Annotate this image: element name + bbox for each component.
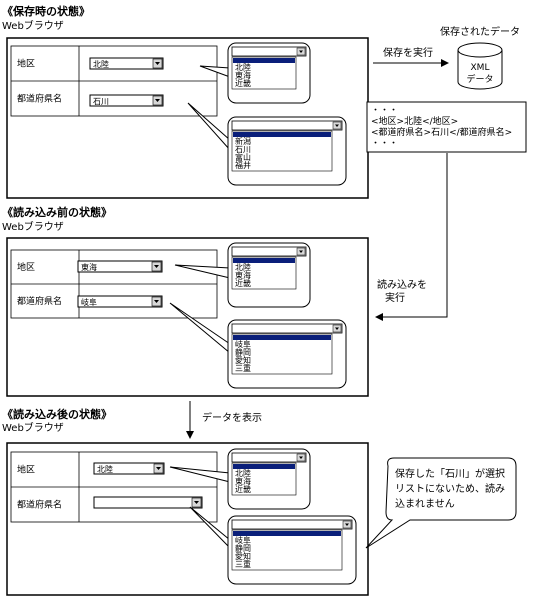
dropdown-list-item: 近畿	[235, 484, 251, 494]
dropdown-list-item: 近畿	[235, 78, 251, 88]
prefecture-select	[93, 496, 203, 509]
dropdown-popup-field	[231, 452, 307, 463]
region-select-value: 北陸	[97, 464, 113, 474]
dropdown-list-item: 北陸	[235, 62, 251, 72]
dropdown-list-selected-blank	[233, 464, 295, 469]
save-label: 保存を実行	[383, 46, 433, 59]
prefecture-label: 都道府県名	[17, 499, 62, 511]
dropdown-popup-field	[231, 46, 307, 57]
chevron-down-icon	[155, 62, 160, 65]
dropdown-list-item: 静岡	[235, 347, 251, 357]
stored-data-label: 保存されたデータ	[440, 25, 520, 38]
section-heading: 《読み込み後の状態》	[2, 407, 112, 421]
dropdown-list-selected-blank	[233, 258, 295, 263]
load-arrow	[375, 153, 448, 321]
chevron-down-icon	[154, 265, 159, 268]
cylinder-label-data: データ	[466, 73, 493, 85]
dropdown-list-item: 岐阜	[235, 339, 251, 349]
popup-pointer	[169, 466, 231, 483]
region-label: 地区	[17, 58, 35, 70]
load-label-line1: 読み込みを	[377, 278, 427, 291]
dropdown-list-item: 福井	[235, 160, 251, 170]
dropdown-popup-field	[231, 323, 343, 334]
region-select	[89, 57, 164, 70]
dropdown-list-item: 三重	[235, 363, 251, 373]
popup-pointer	[187, 102, 231, 151]
callout-line: 保存した「石川」が選択	[395, 467, 505, 480]
dropdown-list-item: 東海	[235, 70, 251, 80]
dropdown-popup-field	[231, 120, 343, 131]
popup-pointer	[189, 506, 231, 549]
dropdown-list	[231, 333, 333, 375]
dropdown-list	[231, 130, 333, 172]
dropdown-list-item: 静岡	[235, 543, 251, 553]
dropdown-popup-field	[231, 246, 307, 257]
region-select	[77, 260, 163, 273]
dropdown-list-selected-blank	[233, 335, 331, 340]
region-select	[93, 462, 165, 475]
region-select-value: 北陸	[93, 59, 109, 69]
dropdown-list-item: 北陸	[235, 262, 251, 272]
dropdown-list-item: 富山	[235, 152, 251, 162]
dropdown-list-item: 愛知	[235, 551, 251, 561]
prefecture-select	[89, 94, 164, 107]
popup-pointer	[199, 65, 231, 78]
dropdown-list-selected-blank	[233, 132, 331, 137]
callout-line: 込まれません	[395, 498, 455, 510]
chevron-down-icon	[299, 456, 303, 459]
browser-label: Webブラウザ	[2, 220, 64, 233]
dropdown-list-item: 石川	[235, 145, 251, 154]
prefecture-label: 都道府県名	[17, 295, 62, 307]
dropdown-list-item: 北陸	[235, 468, 251, 478]
popup-pointer	[169, 302, 231, 354]
chevron-down-icon	[156, 467, 161, 470]
dropdown-list-selected-blank	[233, 531, 341, 536]
dropdown-list-item: 近畿	[235, 278, 251, 288]
callout-bubble	[365, 457, 517, 549]
chevron-down-icon	[299, 50, 303, 53]
xml-line: ・・・	[371, 106, 398, 116]
section-heading: 《読み込み前の状態》	[2, 205, 112, 219]
dropdown-list-item: 愛知	[235, 355, 251, 365]
dropdown-list-selected-blank	[233, 58, 295, 63]
chevron-down-icon	[155, 99, 160, 102]
chevron-down-icon	[345, 523, 349, 526]
region-label: 地区	[17, 464, 35, 476]
xml-data-cylinder-icon	[457, 42, 503, 90]
popup-pointer	[174, 264, 231, 279]
chevron-down-icon	[194, 501, 199, 504]
display-label: データを表示	[202, 411, 262, 424]
xml-line: <都道府県名>石川</都道府県名>	[371, 126, 512, 138]
cylinder-label-xml: XML	[471, 63, 490, 73]
prefecture-select-value: 石川	[93, 97, 109, 106]
chevron-down-icon	[335, 327, 339, 330]
dropdown-list-item: 岐阜	[235, 535, 251, 545]
dropdown-list-item: 東海	[235, 476, 251, 486]
xml-excerpt-box	[366, 101, 527, 153]
region-select-value: 東海	[81, 262, 97, 272]
dropdown-list	[231, 529, 343, 571]
chevron-down-icon	[154, 300, 159, 303]
dropdown-list-item: 三重	[235, 559, 251, 569]
browser-label: Webブラウザ	[2, 421, 64, 434]
callout-line: リストにないため、読み	[395, 482, 505, 495]
dropdown-popup-field	[231, 519, 353, 530]
xml-line: <地区>北陸</地区>	[371, 115, 458, 127]
load-label-line2: 実行	[385, 291, 405, 304]
xml-line: ・・・	[371, 139, 398, 149]
dropdown-list-item: 東海	[235, 270, 251, 280]
chevron-down-icon	[299, 250, 303, 253]
dropdown-list-item: 新潟	[235, 136, 251, 146]
prefecture-select-value: 岐阜	[81, 297, 97, 307]
browser-label: Webブラウザ	[2, 19, 64, 32]
region-label: 地区	[17, 261, 35, 273]
prefecture-select	[77, 295, 163, 308]
section-heading: 《保存時の状態》	[2, 4, 90, 18]
prefecture-label: 都道府県名	[17, 93, 62, 105]
chevron-down-icon	[335, 124, 339, 127]
